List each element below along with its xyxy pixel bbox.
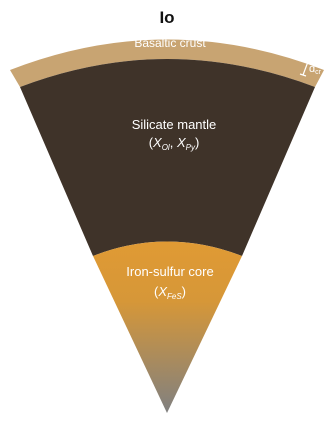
diagram-title: Io: [159, 8, 174, 27]
crust-thickness-label: dcr: [309, 63, 322, 76]
thickness-arrow-cap-top: [305, 57, 313, 61]
mantle-label: Silicate mantle: [132, 117, 217, 132]
mantle-variables: (XOl, XPy): [149, 135, 200, 152]
crust-layer: [10, 39, 324, 87]
thickness-arrow-line: [302, 58, 310, 76]
mantle-layer: [20, 59, 315, 256]
core-variables: (XFeS): [154, 284, 186, 301]
thickness-arrow-cap-bottom: [299, 73, 307, 77]
core-label: Iron-sulfur core: [126, 264, 213, 279]
crust-label: Basaltic crust: [134, 36, 206, 50]
core-layer: [93, 241, 242, 413]
crust-thickness-indicator: dcr: [299, 57, 322, 77]
